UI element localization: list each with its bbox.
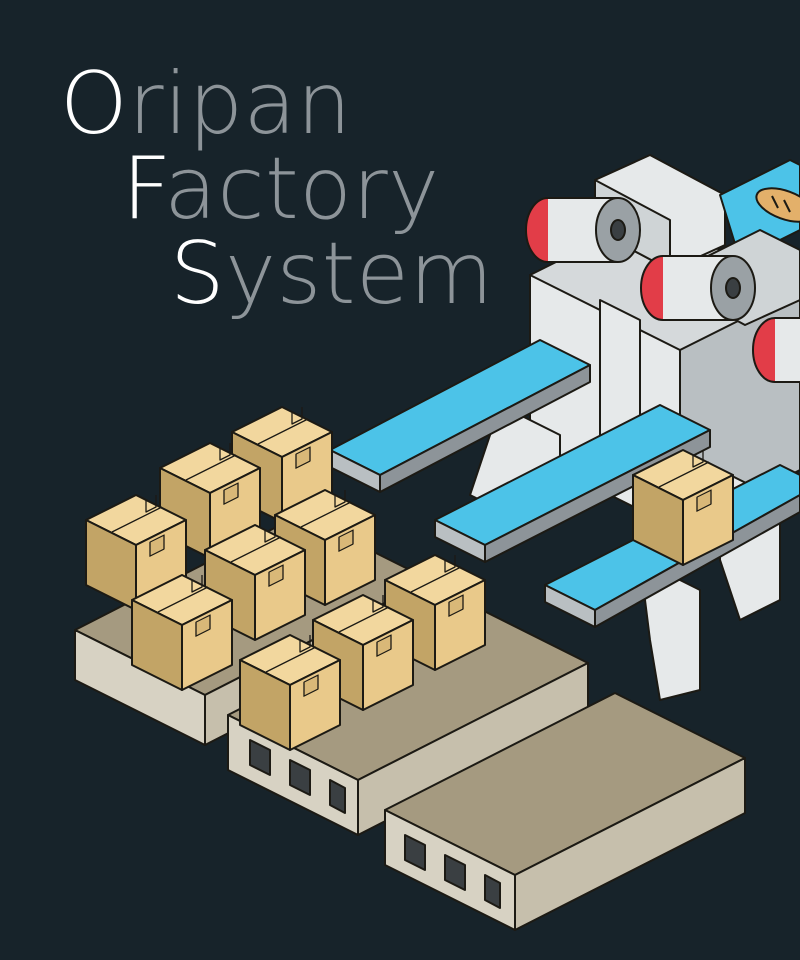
title-line-factory: Factory — [60, 146, 494, 232]
title-rest: actory — [164, 139, 440, 239]
title-rest: ystem — [225, 224, 494, 324]
title-initial: O — [60, 54, 129, 154]
title-initial: S — [170, 224, 226, 324]
title-line-oripan: Oripan — [60, 61, 494, 147]
page-title: Oripan Factory System — [60, 61, 494, 317]
title-line-system: System — [60, 231, 494, 317]
bread-icon — [755, 187, 800, 223]
title-rest: ripan — [128, 54, 352, 154]
title-initial: F — [122, 139, 165, 239]
